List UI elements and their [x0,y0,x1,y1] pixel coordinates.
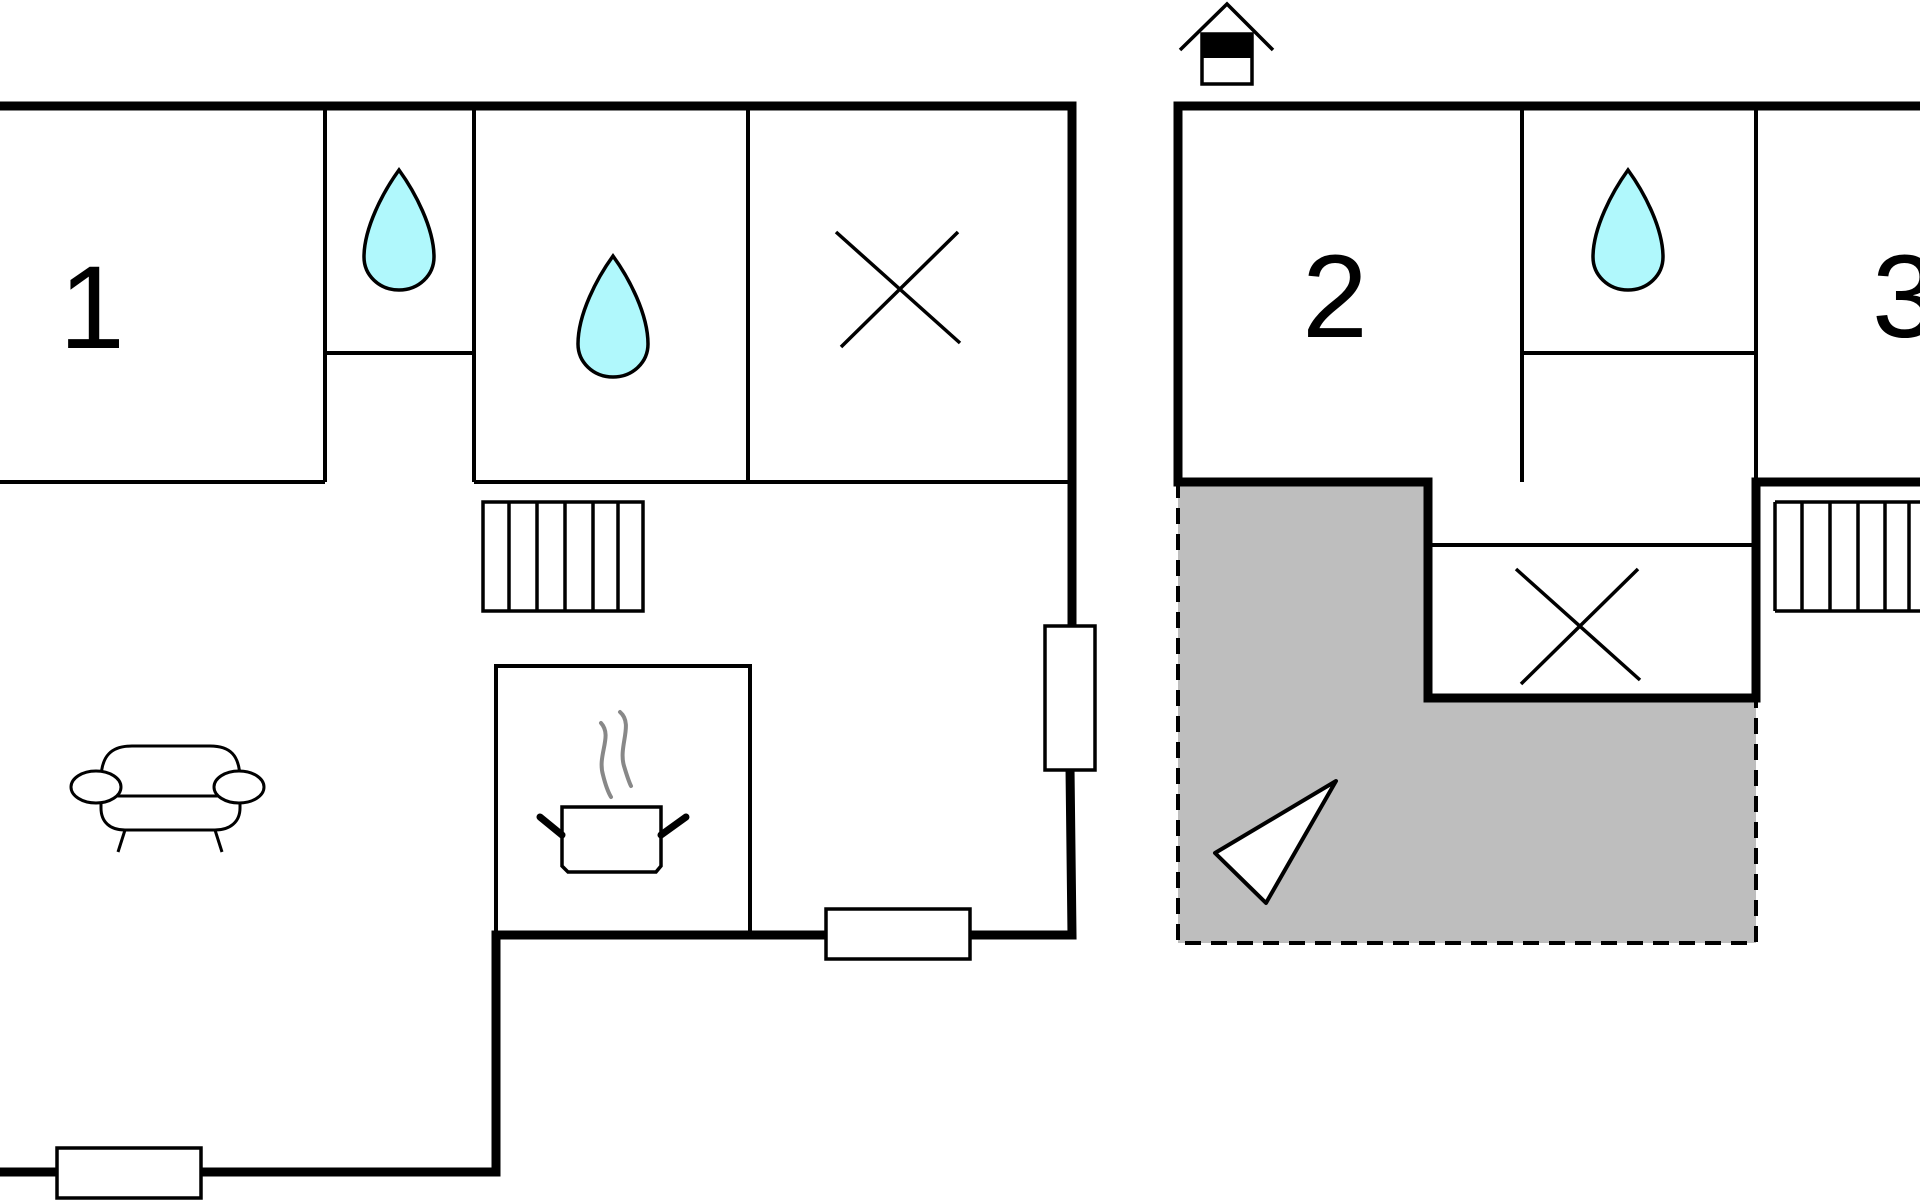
sofa-icon [69,744,266,853]
cross-icon [834,230,962,349]
exterior-wall [0,101,1077,628]
interior-walls [0,110,1068,484]
window-icon [1043,624,1097,772]
water-drop-icon [362,167,436,292]
water-drop-icon [1591,167,1665,292]
cross-icon [1514,567,1642,686]
terrace-area [1178,482,1756,943]
right-unit: 2 3 [1173,1,1920,945]
interior-walls [1428,110,1758,547]
left-unit: 1 [0,101,1097,1200]
room-label-2: 2 [1302,231,1368,363]
window-icon [55,1146,203,1200]
cooking-pot-icon [536,710,690,874]
water-drop-icon [576,253,650,379]
room-label-1: 1 [59,242,125,374]
house-entrance-icon [1178,1,1275,86]
exterior-wall [1173,101,1920,703]
room-label-3: 3 [1872,231,1920,363]
terrace-triangle-icon [1213,779,1338,905]
window-icon [824,907,972,961]
kitchen-counter [494,664,752,937]
stairs-icon [481,500,645,613]
stairs-icon [1773,500,1920,613]
